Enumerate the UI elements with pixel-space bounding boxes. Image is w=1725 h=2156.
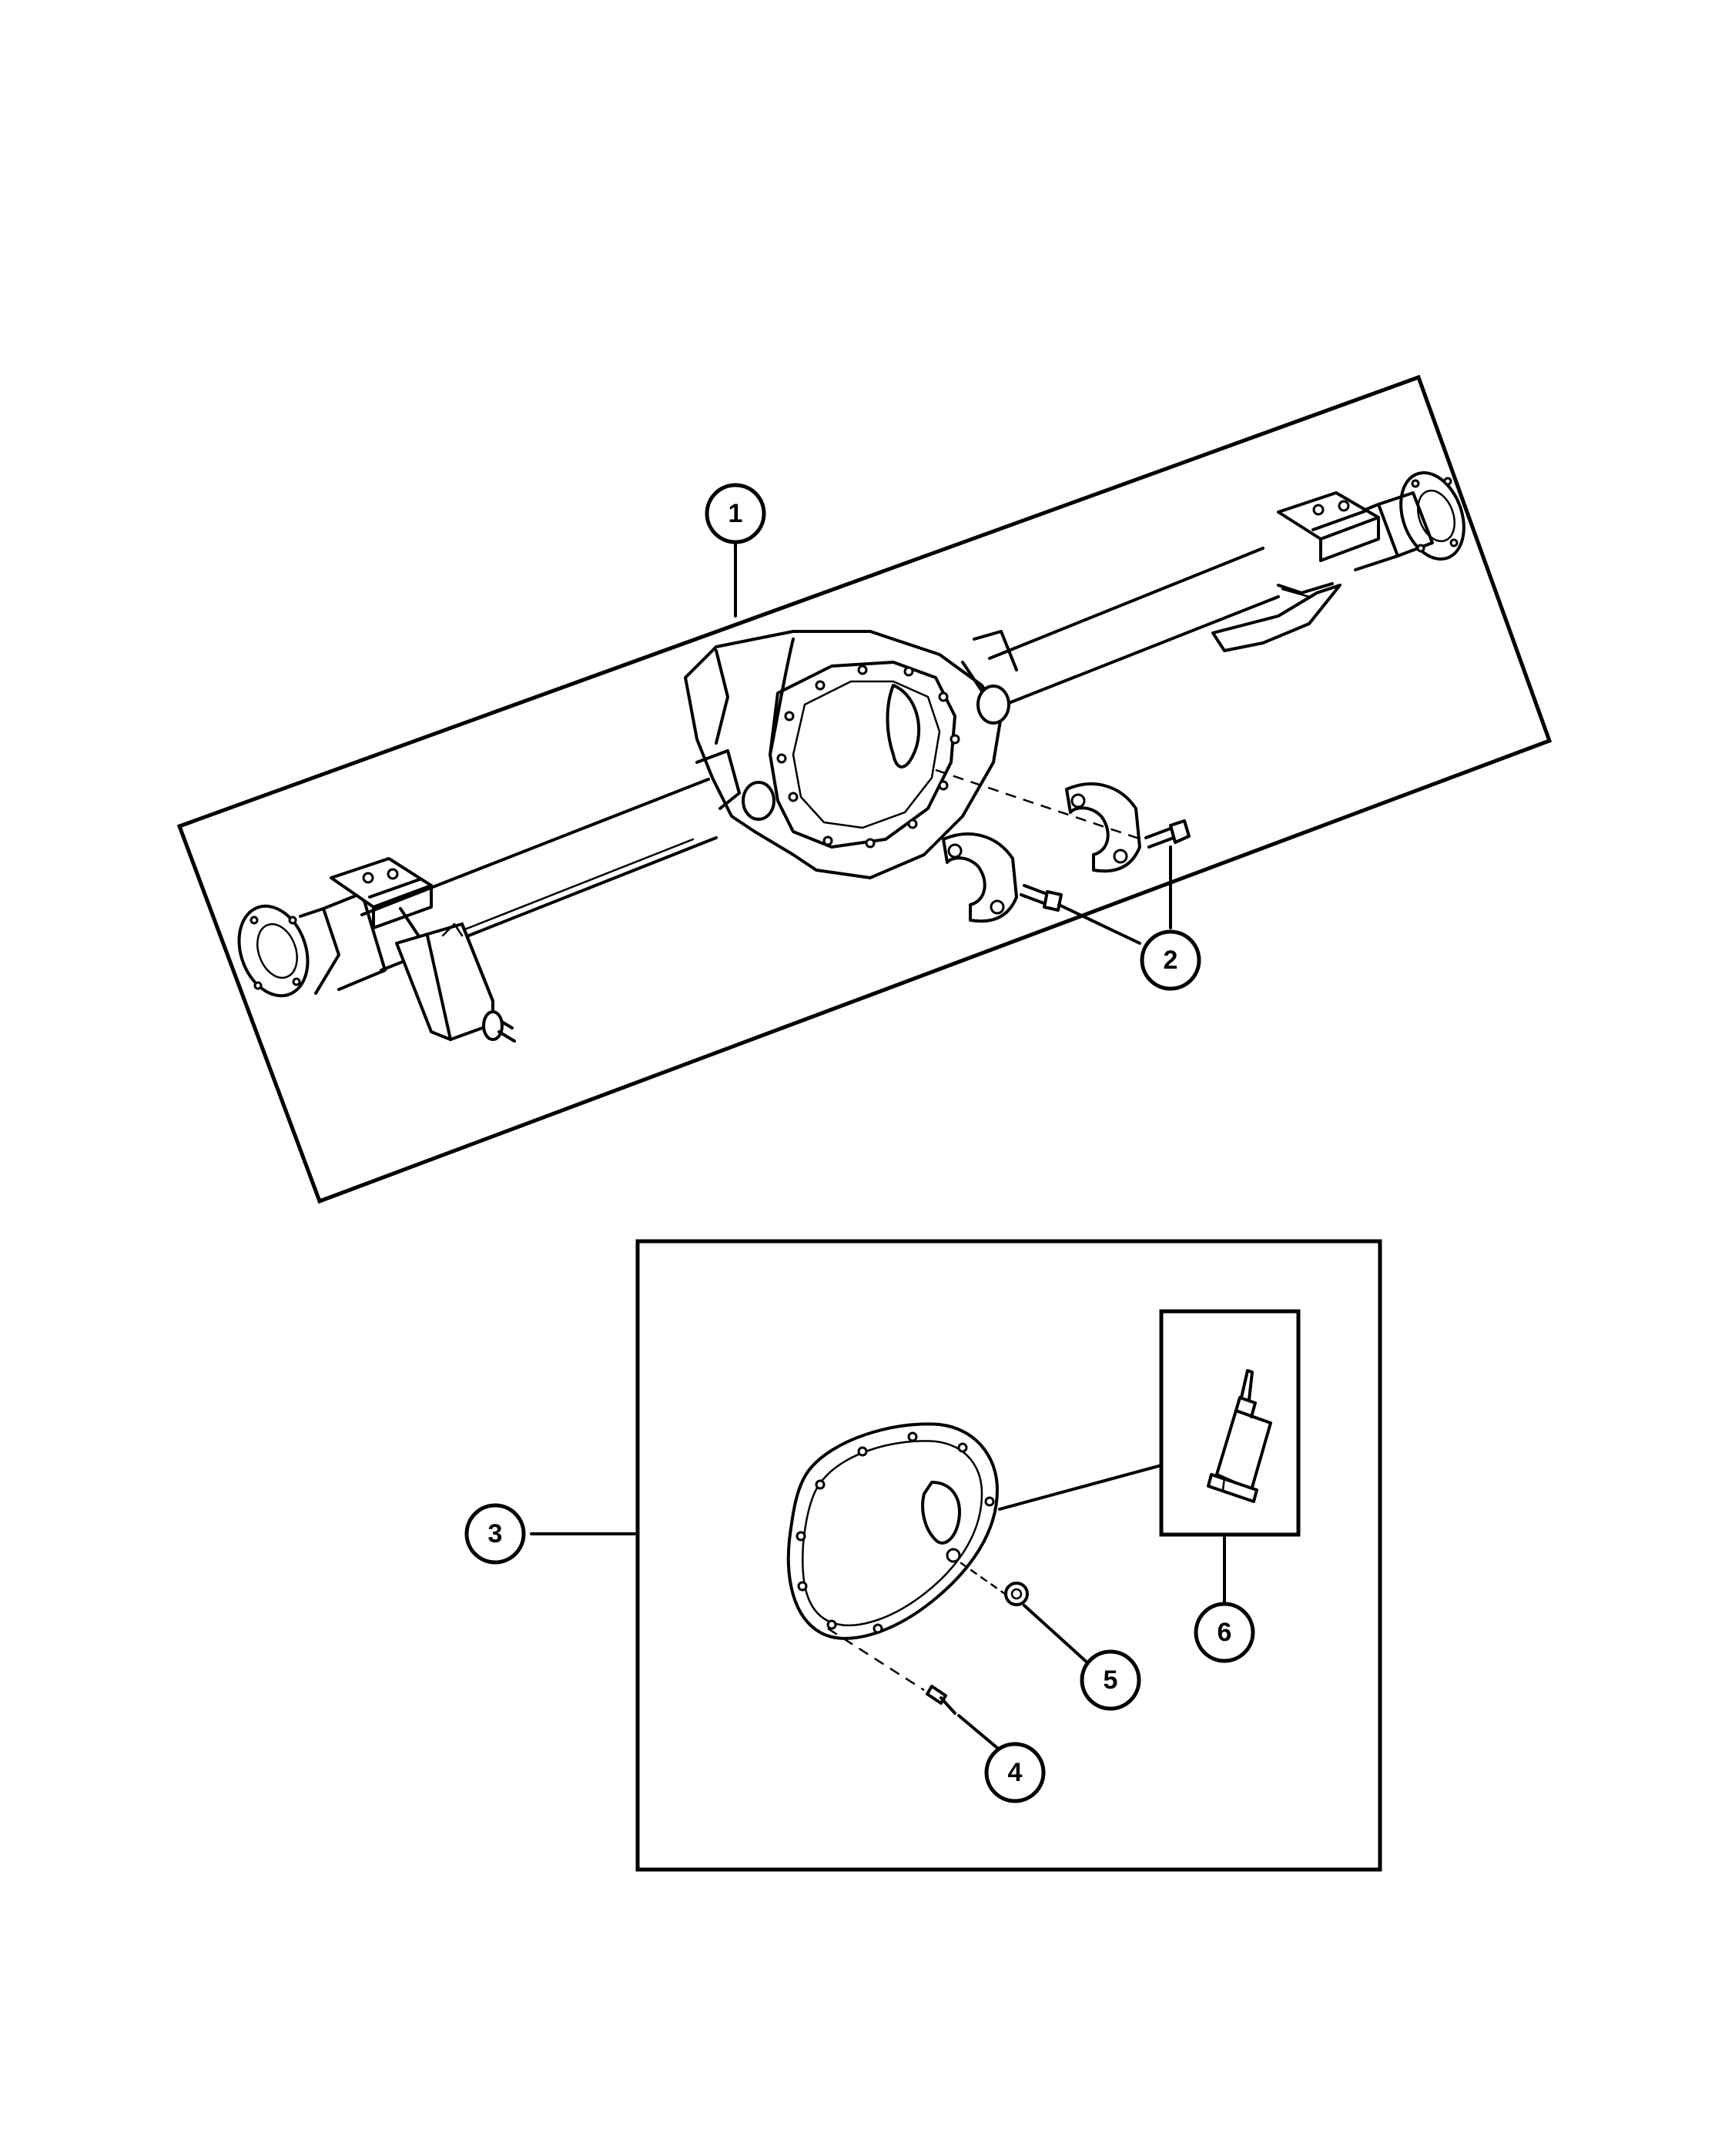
bearing-cap-upper <box>1065 782 1141 873</box>
svg-text:5: 5 <box>1104 1666 1118 1695</box>
right-spring-perch <box>1277 491 1380 562</box>
bearing-cap-bolt-upper <box>935 768 1191 849</box>
svg-text:2: 2 <box>1164 946 1178 975</box>
left-lower-bracket <box>395 922 516 1043</box>
axle-assembly-panel <box>176 374 1552 1204</box>
cover-bolt <box>827 1627 956 1715</box>
right-lower-bracket <box>1211 582 1341 652</box>
svg-text:3: 3 <box>488 1519 503 1548</box>
callout-1: 1 <box>705 483 766 544</box>
callout-4: 4 <box>984 1742 1046 1803</box>
fill-plug <box>960 1562 1029 1606</box>
callout-3: 3 <box>464 1503 526 1565</box>
differential-housing <box>684 630 1018 879</box>
svg-text:6: 6 <box>1218 1618 1232 1647</box>
right-axle-flange <box>1338 470 1465 571</box>
leader-5 <box>1023 1604 1091 1666</box>
bearing-cap-bolt-lower <box>1020 884 1063 912</box>
svg-text:1: 1 <box>729 499 743 528</box>
leader-6a <box>998 1464 1163 1511</box>
leader-2a <box>1057 903 1141 945</box>
callout-2: 2 <box>1140 929 1201 991</box>
callout-5: 5 <box>1080 1649 1141 1711</box>
bearing-cap-lower <box>942 832 1018 923</box>
left-axle-flange <box>237 892 387 998</box>
cover-kit-panel-frame <box>635 1239 1382 1872</box>
sealant-box-frame <box>1159 1309 1301 1537</box>
cover-kit-panel <box>530 1239 1382 1872</box>
callout-6: 6 <box>1194 1602 1255 1663</box>
axle-panel-frame <box>176 374 1552 1204</box>
fill-plug-hole <box>946 1548 961 1563</box>
svg-text:4: 4 <box>1008 1758 1023 1787</box>
leader-4 <box>957 1714 999 1749</box>
differential-cover <box>786 1422 999 1640</box>
sealant-tube-box <box>1159 1309 1301 1537</box>
